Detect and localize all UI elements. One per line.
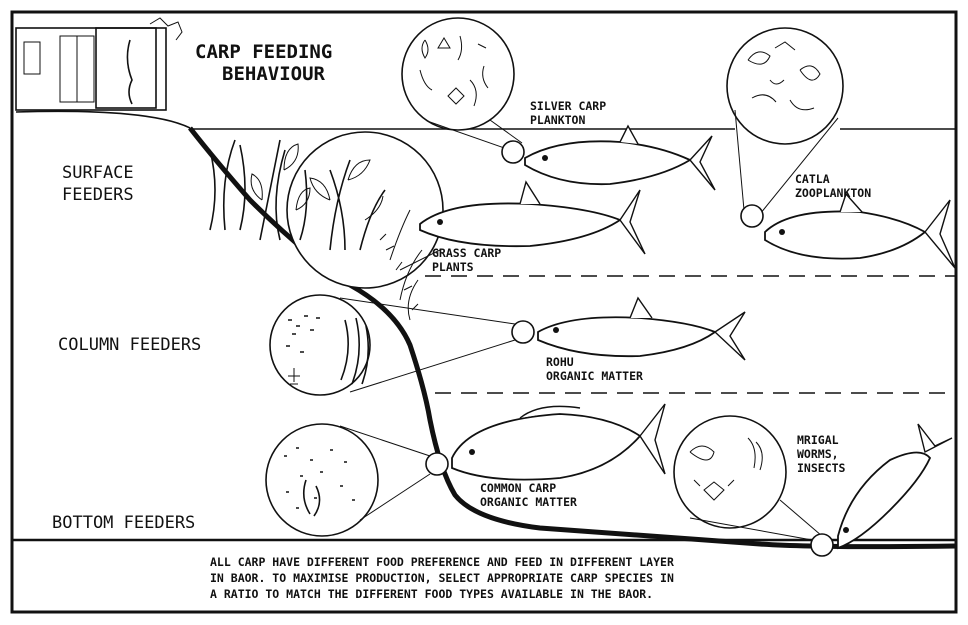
surface-feeders-label-2: FEEDERS xyxy=(62,185,134,205)
caption-line-2: IN BAOR. TO MAXIMISE PRODUCTION, SELECT … xyxy=(210,571,674,585)
rohu-species: ROHU xyxy=(546,355,574,369)
silver-carp-food: PLANKTON xyxy=(530,113,585,127)
mrigal-food-2: INSECTS xyxy=(797,461,846,475)
caption-line-3: A RATIO TO MATCH THE DIFFERENT FOOD TYPE… xyxy=(210,587,653,601)
silver-carp-food-lens xyxy=(402,18,514,130)
catla-food: ZOOPLANKTON xyxy=(795,186,871,200)
common-carp-species: COMMON CARP xyxy=(480,481,556,495)
grass-carp-food: PLANTS xyxy=(432,260,474,274)
bottom-feeders-label: BOTTOM FEEDERS xyxy=(52,513,195,533)
catla-species: CATLA xyxy=(795,172,830,186)
title-line-2: BEHAVIOUR xyxy=(222,63,326,85)
plants-magnifier xyxy=(287,132,443,288)
common-carp-food: ORGANIC MATTER xyxy=(480,495,577,509)
catla-food-lens xyxy=(727,28,843,144)
column-feeders-label: COLUMN FEEDERS xyxy=(58,335,201,355)
rohu-mouth-focus xyxy=(512,321,534,343)
silver-carp-mouth-focus xyxy=(502,141,524,163)
mrigal-food-lens xyxy=(674,416,786,528)
mrigal-species: MRIGAL xyxy=(797,433,839,447)
mrigal-mouth-focus xyxy=(811,534,833,556)
grass-carp-species: GRASS CARP xyxy=(432,246,501,260)
common-carp-mouth-focus xyxy=(426,453,448,475)
surface-feeders-label-1: SURFACE xyxy=(62,163,134,183)
catla-mouth-focus xyxy=(741,205,763,227)
rohu-food: ORGANIC MATTER xyxy=(546,369,643,383)
caption-line-1: ALL CARP HAVE DIFFERENT FOOD PREFERENCE … xyxy=(210,555,674,569)
title-line-1: CARP FEEDING xyxy=(195,41,332,63)
silver-carp-species: SILVER CARP xyxy=(530,99,606,113)
rohu-food-lens xyxy=(270,295,370,395)
mrigal-food-1: WORMS, xyxy=(797,447,839,461)
